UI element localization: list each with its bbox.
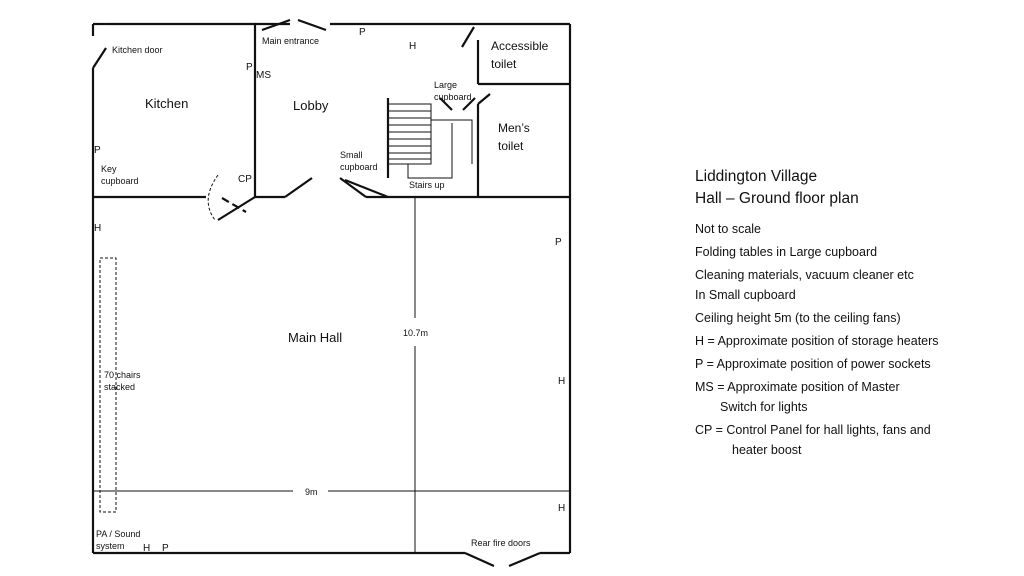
legend-not-to-scale: Not to scale [695,222,762,236]
kitchen-door-label: Kitchen door [112,45,163,55]
legend-heater-key: H = Approximate position of storage heat… [695,334,939,348]
legend-control-panel-key-2: heater boost [732,443,802,457]
heater-marker: H [94,223,101,234]
main-entrance-door-right[interactable] [297,18,327,32]
heater-marker: H [409,41,416,52]
kitchen-label: Kitchen [145,96,188,111]
lobby-label: Lobby [293,98,329,113]
large-cupboard-door-b[interactable] [462,97,476,111]
height-dimension-label: 10.7m [403,328,428,338]
lobby-hall-door-right[interactable] [339,177,367,198]
control-panel-marker: CP [238,174,252,185]
legend-title: Liddington Village Hall – Ground floor p… [695,166,1015,210]
legend-cleaning-line-1: Cleaning materials, vacuum cleaner etc [695,268,914,282]
power-socket-marker: P [555,237,562,248]
pa-label-1: PA / Sound [96,529,140,539]
chairs-label-1: 70 chairs [104,370,141,380]
heater-marker: H [143,543,150,554]
key-cupboard-label-2: cupboard [101,176,139,186]
legend-power-key: P = Approximate position of power socket… [695,357,931,371]
kitchen-door[interactable] [92,47,107,69]
chairs-label-2: stacked [104,382,135,392]
large-cupboard-label-2: cupboard [434,92,472,102]
small-cupboard-label-2: cupboard [340,162,378,172]
legend-panel: Liddington Village Hall – Ground floor p… [695,166,1015,464]
rear-fire-doors-label: Rear fire doors [471,538,531,548]
main-entrance-label: Main entrance [262,36,319,46]
lobby-hall-door-left[interactable] [284,177,313,198]
small-cupboard-door[interactable] [344,178,389,199]
stair-treads [388,110,431,160]
stairs-up-label: Stairs up [409,180,445,190]
large-cupboard-door-a[interactable] [439,97,453,111]
mens-toilet-label-1: Men’s [498,121,530,135]
legend-cleaning-line-2: In Small cupboard [695,288,796,302]
main-entrance-door-left[interactable] [261,18,291,32]
legend-title-line-1: Liddington Village [695,168,818,185]
cp-marker-line [221,197,247,213]
key-cupboard-door-swing [207,174,219,221]
chairs-stack [99,257,117,513]
stairs-up-arrow-tail [431,119,473,164]
heater-marker: H [558,376,565,387]
legend-master-switch-key-1: MS = Approximate position of Master [695,380,900,394]
master-switch-marker: MS [256,70,271,81]
small-cupboard-label-1: Small [340,150,363,160]
floor-plan: Kitchen Lobby Accessible toilet Men’s to… [91,18,572,568]
stairs-up-arrow [407,123,453,179]
legend-folding-tables: Folding tables in Large cupboard [695,245,878,259]
mens-toilet-label-2: toilet [498,139,524,153]
legend-title-line-2: Hall – Ground floor plan [695,190,859,207]
power-socket-marker: P [246,62,253,73]
legend-ceiling-height: Ceiling height 5m (to the ceiling fans) [695,311,901,325]
accessible-toilet-door[interactable] [461,26,475,48]
power-socket-marker: P [359,27,366,38]
legend-control-panel-key-1: CP = Control Panel for hall lights, fans… [695,423,931,437]
width-dimension-label: 9m [305,487,318,497]
main-hall-label: Main Hall [288,330,342,345]
rear-fire-door-right[interactable] [508,551,541,568]
power-socket-marker: P [162,543,169,554]
accessible-toilet-label-1: Accessible [491,39,549,53]
pa-label-2: system [96,541,125,551]
stairs-box [387,103,432,165]
rear-fire-door-left[interactable] [464,551,495,568]
heater-marker: H [558,503,565,514]
power-socket-marker: P [94,145,101,156]
mens-toilet-door[interactable] [477,93,491,105]
large-cupboard-label-1: Large [434,80,457,90]
key-cupboard-door[interactable] [217,196,256,221]
key-cupboard-label-1: Key [101,164,117,174]
accessible-toilet-label-2: toilet [491,57,517,71]
legend-master-switch-key-2: Switch for lights [720,400,808,414]
